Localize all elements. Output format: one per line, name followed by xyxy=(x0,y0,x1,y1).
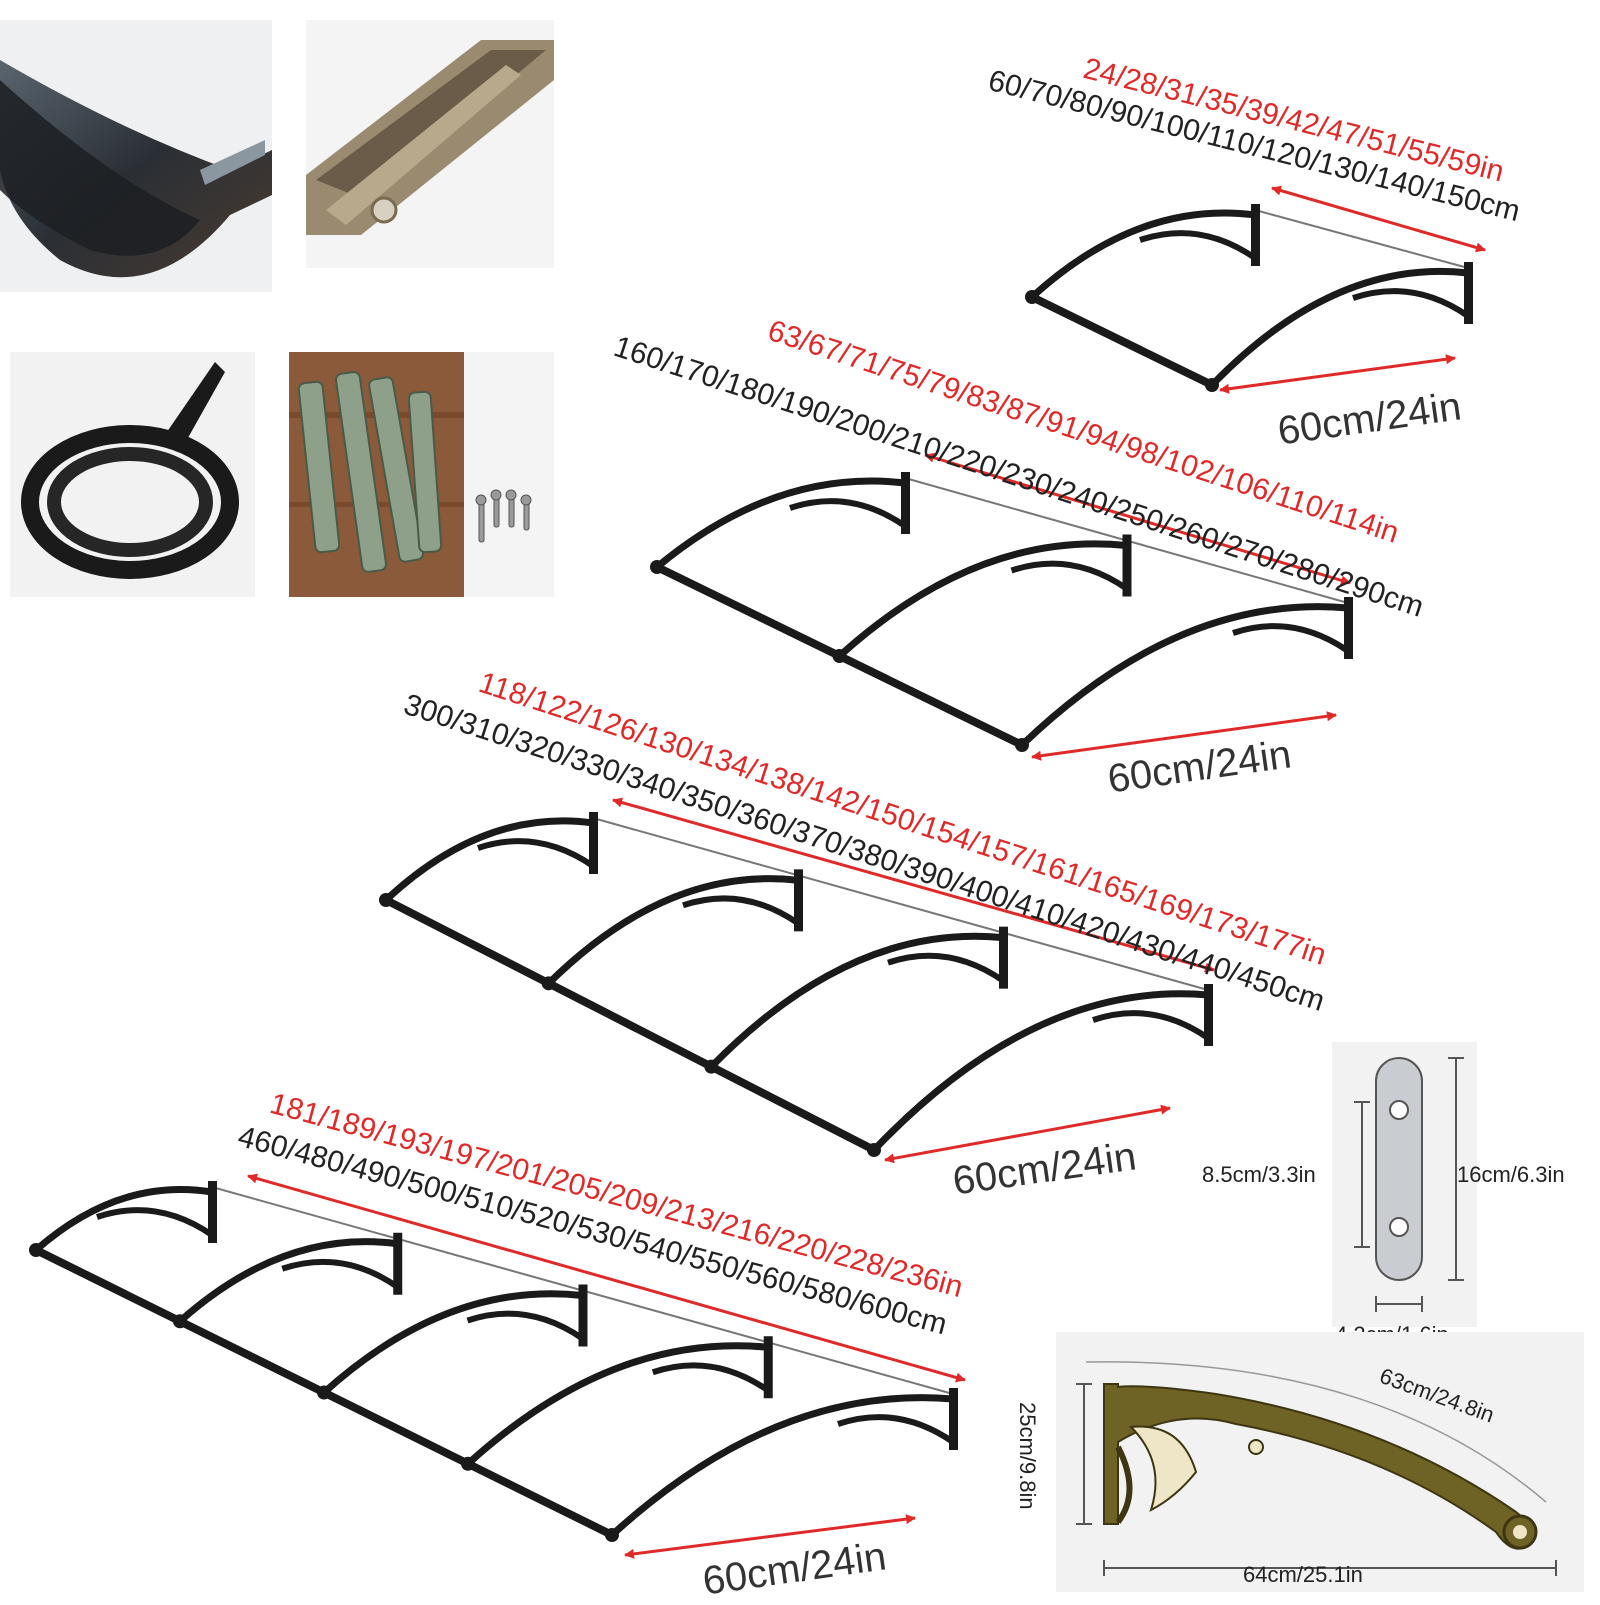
awning-1-wall-rail xyxy=(1254,209,1469,269)
awning-1-end-cap xyxy=(1205,378,1219,392)
accessory-gutter xyxy=(0,20,272,292)
awning-1-bracket-arm xyxy=(1209,267,1469,388)
awning-4-bracket-arm xyxy=(321,1290,583,1396)
bracket-icon xyxy=(1076,1361,1557,1576)
awning-4-bracket-brace xyxy=(651,1362,770,1393)
awning-2-end-cap xyxy=(650,560,664,574)
awning-3-end-cap xyxy=(541,976,556,991)
awning-3-bracket-arm xyxy=(708,932,1004,1070)
rubber-seal-strip-icon xyxy=(21,362,239,579)
awning-2-length-arrow xyxy=(924,452,1351,586)
wall-plate-height: 16cm/6.3in xyxy=(1457,1162,1565,1187)
awning-3-bracket-brace xyxy=(477,838,595,869)
awning-4-end-cap xyxy=(605,1528,619,1542)
bracket-width: 64cm/25.1in xyxy=(1243,1562,1363,1587)
awning-2-bracket-arm xyxy=(654,477,906,570)
awning-4-wall-plate xyxy=(208,1181,217,1243)
awning-4-bracket-arm xyxy=(177,1238,398,1324)
awning-2-wall-plate xyxy=(901,472,910,534)
awning-4-bracket-brace xyxy=(96,1207,214,1238)
awning-4-bracket-brace xyxy=(837,1414,955,1445)
awning-1-wall-plate xyxy=(1464,262,1473,324)
awning-4-end-cap xyxy=(173,1314,187,1329)
awning-3-bracket-brace xyxy=(682,895,800,926)
awning-3-end-cap xyxy=(867,1143,881,1157)
awning-2-bracket-brace xyxy=(1010,560,1129,591)
awning-1-bracket-brace xyxy=(1352,288,1470,319)
awning-4-bracket-arm xyxy=(33,1186,213,1253)
awning-2-wall-plate xyxy=(1344,597,1353,659)
awning-4-end-cap xyxy=(461,1456,475,1471)
awning-3-depth-arrow xyxy=(884,1104,1171,1164)
awning-1-bracket-arm xyxy=(1029,209,1256,300)
expansion-bolts-icon xyxy=(289,352,532,597)
awning-4-wall-plate xyxy=(949,1388,958,1450)
wall-plate-panel xyxy=(1332,1042,1477,1327)
awning-2-bracket-brace xyxy=(789,498,907,529)
awning-1-bracket-brace xyxy=(1139,230,1257,261)
awning-1-length-arrow xyxy=(1271,185,1486,253)
awning-3-bracket-brace xyxy=(1092,1010,1210,1041)
awning-4-end-cap xyxy=(29,1243,43,1257)
awning-2-bracket-brace xyxy=(1232,623,1350,654)
awning-3-end-cap xyxy=(379,893,393,907)
bracket-height: 25cm/9.8in xyxy=(1015,1402,1040,1510)
awning-3-front-rail xyxy=(382,896,878,1154)
awning-1-wall-plate xyxy=(1251,204,1260,266)
awning-3-length-arrow xyxy=(612,797,1215,973)
accessory-bolts xyxy=(289,352,554,597)
awning-1-end-cap xyxy=(1025,290,1039,304)
awning-1-depth-arrow xyxy=(1219,354,1456,394)
aluminium-rail-icon xyxy=(306,40,554,235)
awning-3-end-cap xyxy=(704,1059,719,1074)
awning-2-end-cap xyxy=(1015,738,1029,752)
awning-4-length-arrow xyxy=(247,1173,966,1383)
awning-4-depth-arrow xyxy=(624,1514,916,1559)
wall-plate-hole-spacing: 8.5cm/3.3in xyxy=(1202,1162,1316,1187)
accessory-rail xyxy=(306,20,554,268)
awning-4-bracket-arm xyxy=(609,1394,954,1538)
awning-4-bracket-arm xyxy=(465,1342,769,1467)
awning-3-bracket-arm xyxy=(546,875,799,986)
awning-4-bracket-brace xyxy=(466,1310,585,1341)
wall-plate-icon xyxy=(1354,1057,1464,1312)
bracket-panel xyxy=(1056,1332,1584,1592)
awning-2-bracket-arm xyxy=(837,540,1127,659)
awning-2-depth-arrow xyxy=(1031,711,1337,761)
awning-2-end-cap xyxy=(832,649,847,663)
awning-3-bracket-brace xyxy=(887,952,1005,984)
awning-4-bracket-brace xyxy=(281,1258,399,1290)
awning-2-bracket-arm xyxy=(1019,603,1349,748)
awning-3-bracket-arm xyxy=(383,817,594,903)
accessory-seal xyxy=(10,352,255,597)
gutter-profile-icon xyxy=(0,60,272,278)
awning-1-front-rail xyxy=(1028,293,1216,389)
awning-3-wall-plate xyxy=(589,812,598,874)
awning-4-end-cap xyxy=(317,1385,331,1400)
awning-3-wall-plate xyxy=(1204,984,1213,1046)
